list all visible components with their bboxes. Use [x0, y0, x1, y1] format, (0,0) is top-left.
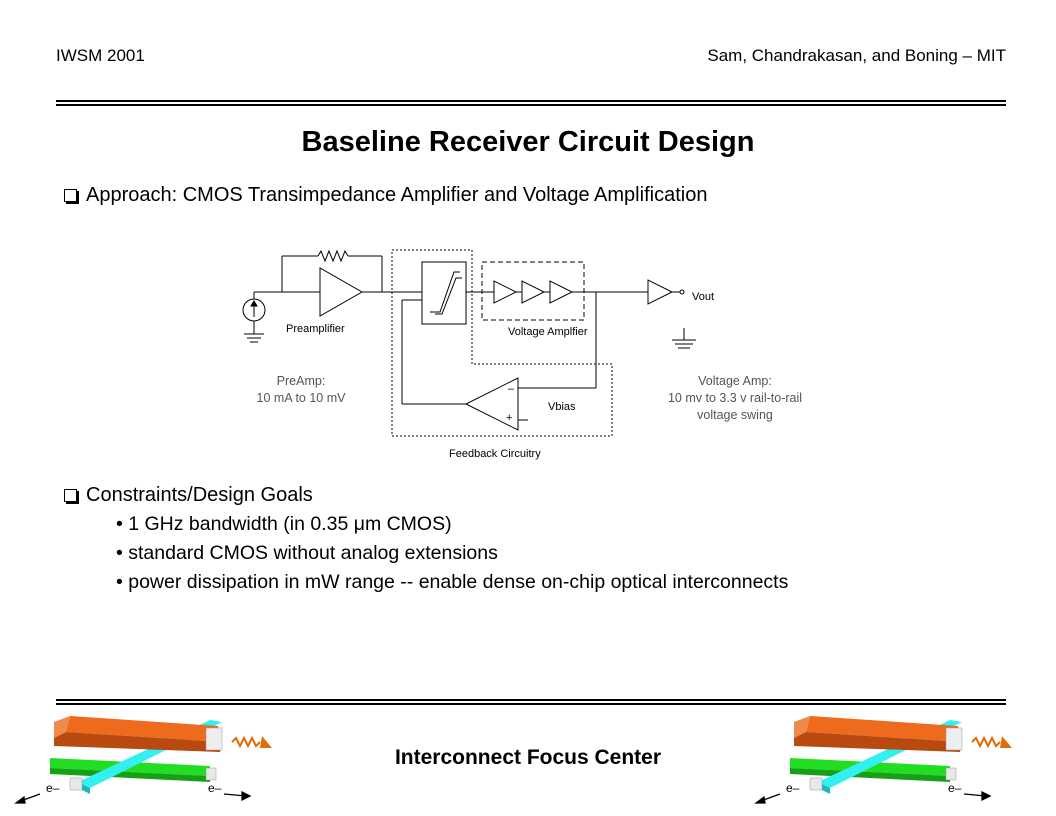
orange-wire-icon	[794, 716, 963, 752]
checkbox-bullet-icon	[64, 489, 77, 502]
footer-title: Interconnect Focus Center	[394, 746, 662, 769]
approach-bullet: Approach: CMOS Transimpedance Amplifier …	[64, 184, 707, 207]
preamplifier-triangle	[319, 267, 364, 317]
header-rule-top	[56, 100, 1006, 102]
constraint-item: • 1 GHz bandwidth (in 0.35 μm CMOS)	[116, 513, 452, 535]
vout-label: Vout	[692, 291, 714, 303]
constraints-bullet: Constraints/Design Goals	[64, 484, 313, 507]
voltage-amplifier-box	[481, 261, 585, 321]
header-rule-bottom	[56, 104, 1006, 106]
interconnect-logo-left: e– e–	[14, 716, 272, 804]
footer-rule-bottom	[56, 703, 1006, 705]
constraints-heading: Constraints/Design Goals	[86, 484, 313, 506]
output-buffer-triangle	[647, 279, 674, 305]
receiver-circuit-diagram: Preamplifier Voltage Amplfier Vout Vbias…	[242, 249, 802, 460]
preamp-note-line2: 10 mA to 10 mV	[257, 391, 347, 405]
approach-text: Approach: CMOS Transimpedance Amplifier …	[86, 184, 708, 206]
electron-label-right-2: e–	[948, 781, 962, 795]
electron-label-right-1: e–	[786, 781, 800, 795]
feedback-region-box	[391, 249, 613, 437]
footer-rule-top	[56, 699, 1006, 701]
photon-icon	[971, 735, 1001, 749]
preamp-note-line1: PreAmp:	[277, 374, 326, 388]
opamp-plus-sign: +	[506, 412, 512, 424]
checkbox-bullet-icon	[64, 189, 77, 202]
opamp-minus-sign: –	[508, 383, 515, 395]
vout-terminal	[679, 289, 685, 295]
feedback-circuitry-label: Feedback Circuitry	[449, 448, 541, 460]
vbias-label: Vbias	[548, 401, 576, 413]
voltage-amp-note-line1: Voltage Amp:	[698, 374, 772, 388]
ground-right-icon	[672, 328, 696, 349]
feedback-opamp-triangle	[464, 377, 519, 431]
constraint-item: • standard CMOS without analog extension…	[116, 542, 498, 564]
preamplifier-label: Preamplifier	[286, 323, 345, 335]
constraint-item: • power dissipation in mW range -- enabl…	[116, 571, 789, 593]
electron-label-left-1: e–	[46, 781, 60, 795]
voltage-amplifier-label: Voltage Amplfier	[508, 326, 588, 338]
voltage-amp-note-line3: voltage swing	[697, 408, 773, 422]
electron-label-left-2: e–	[208, 781, 222, 795]
voltage-amp-stage-2	[521, 280, 546, 304]
voltage-amp-note-line2: 10 mv to 3.3 v rail-to-rail	[668, 391, 802, 405]
header-left: IWSM 2001	[56, 46, 145, 65]
header-right: Sam, Chandrakasan, and Boning – MIT	[707, 46, 1006, 65]
interconnect-logo-right: e– e–	[754, 716, 1012, 804]
voltage-amp-stage-3	[549, 280, 574, 304]
feedback-resistor-icon	[317, 249, 349, 263]
photon-icon	[231, 735, 261, 749]
slide-title: Baseline Receiver Circuit Design	[301, 126, 755, 158]
orange-wire-icon	[54, 716, 223, 752]
limiter-block	[421, 261, 467, 325]
ground-left-icon	[244, 333, 264, 343]
voltage-amp-stage-1	[493, 280, 518, 304]
